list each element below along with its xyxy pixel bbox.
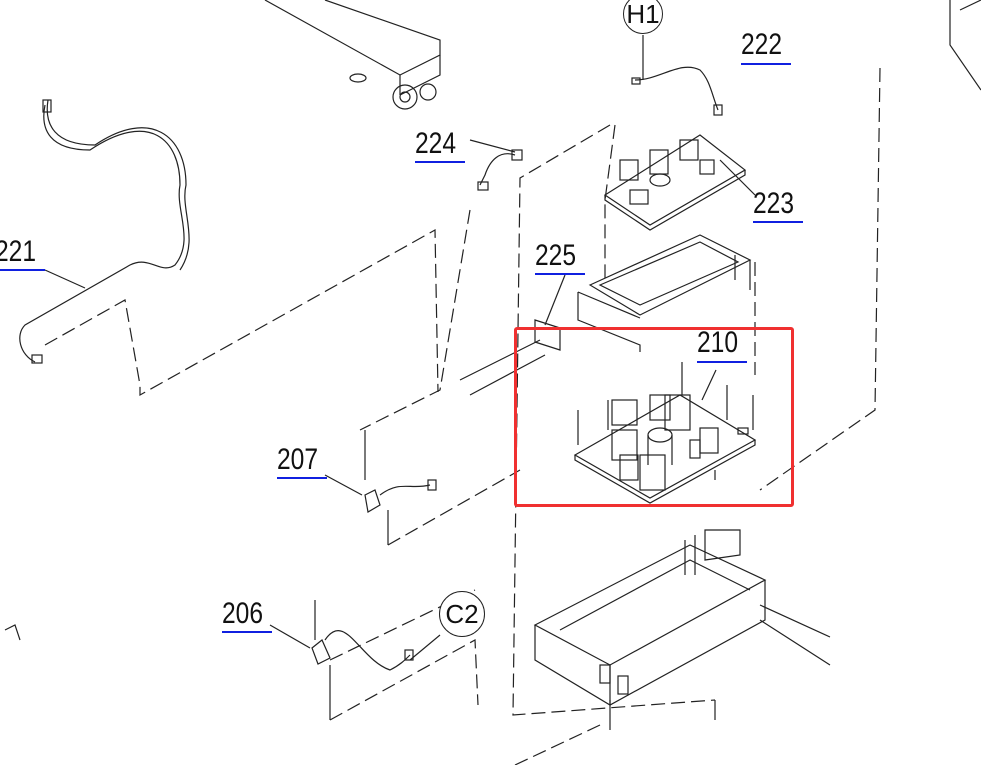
callout-207-underline xyxy=(277,477,327,479)
reference-circle-h1[interactable]: H1 xyxy=(623,0,663,34)
callout-222[interactable]: 222 xyxy=(741,28,783,61)
callout-207[interactable]: 207 xyxy=(277,443,319,476)
callout-221[interactable]: 221 xyxy=(0,235,37,268)
board-223 xyxy=(603,134,756,231)
callout-225-underline xyxy=(535,273,585,275)
callout-221-underline xyxy=(0,269,45,271)
callout-224-underline xyxy=(415,161,465,163)
callout-223[interactable]: 223 xyxy=(753,187,795,220)
callout-206[interactable]: 206 xyxy=(222,597,264,630)
callout-222-underline xyxy=(741,63,791,65)
cable-206 xyxy=(4,600,441,720)
cable-221 xyxy=(19,99,190,364)
cable-222 xyxy=(631,35,723,116)
callout-206-underline xyxy=(222,631,272,633)
reference-circle-c2[interactable]: C2 xyxy=(439,591,485,637)
base-chassis xyxy=(533,529,831,730)
highlight-box-210 xyxy=(514,327,794,507)
cable-207 xyxy=(324,430,437,545)
adjacent-part xyxy=(949,0,981,91)
mounting-bracket xyxy=(577,234,752,352)
callout-224[interactable]: 224 xyxy=(415,127,457,160)
callout-223-underline xyxy=(753,221,803,223)
frame-rail xyxy=(264,0,441,110)
callout-225[interactable]: 225 xyxy=(535,239,577,272)
part-225 xyxy=(459,274,566,396)
callout-210[interactable]: 210 xyxy=(697,326,739,359)
callout-210-underline xyxy=(697,361,747,363)
board-210 xyxy=(573,362,757,504)
cable-224 xyxy=(469,139,523,191)
